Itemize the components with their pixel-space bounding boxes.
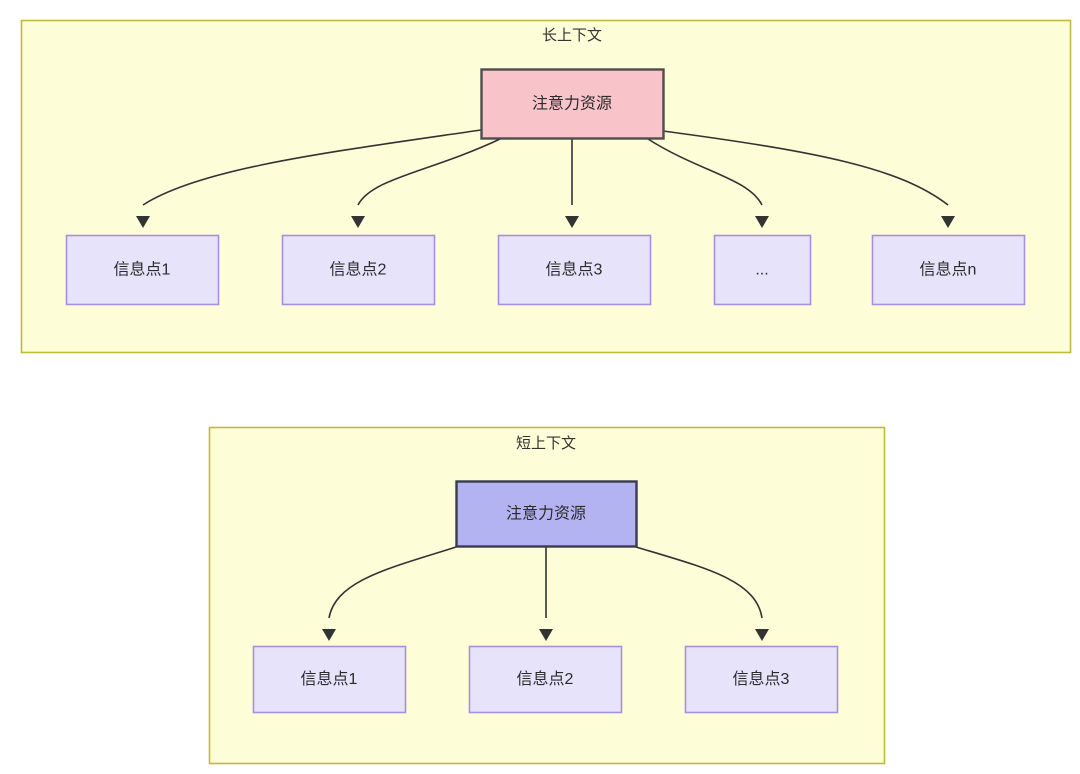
info-node-short-context-0[interactable] (252, 645, 407, 714)
group-title-long-context: 长上下文 (542, 27, 602, 44)
info-node-label-long-context-2: 信息点3 (546, 261, 603, 279)
attention-node-long-context[interactable] (480, 68, 665, 140)
arrowhead-short-context-2 (755, 629, 769, 641)
info-node-label-long-context-1: 信息点2 (330, 261, 387, 279)
info-node-long-context-0[interactable] (65, 234, 220, 306)
info-node-short-context-1[interactable] (468, 645, 623, 714)
arrowhead-long-context-0 (136, 216, 150, 228)
info-node-short-context-2[interactable] (684, 645, 839, 714)
info-node-long-context-2[interactable] (497, 234, 652, 306)
arrowhead-short-context-0 (322, 629, 336, 641)
info-node-label-long-context-3: ... (755, 262, 768, 279)
info-node-label-short-context-1: 信息点2 (517, 670, 574, 688)
info-node-long-context-3[interactable] (713, 234, 812, 306)
attention-node-short-context[interactable] (455, 480, 638, 548)
arrowhead-long-context-2 (565, 216, 579, 228)
attention-node-label-long-context: 注意力资源 (532, 94, 612, 113)
arrowhead-short-context-1 (539, 629, 553, 641)
edge-long-context-3 (647, 138, 763, 206)
arrowhead-long-context-3 (755, 216, 769, 228)
group-title-short-context: 短上下文 (516, 435, 576, 452)
edge-short-context-2 (635, 546, 763, 619)
arrowhead-long-context-4 (941, 216, 955, 228)
info-node-label-long-context-4: 信息点n (920, 261, 977, 279)
info-node-label-long-context-0: 信息点1 (114, 261, 171, 279)
arrowhead-long-context-1 (351, 216, 365, 228)
info-node-label-short-context-2: 信息点3 (733, 670, 790, 688)
info-node-long-context-4[interactable] (871, 234, 1026, 306)
edge-long-context-0 (142, 129, 482, 206)
edge-long-context-1 (357, 138, 501, 206)
attention-node-label-short-context: 注意力资源 (506, 504, 586, 523)
info-node-label-short-context-0: 信息点1 (301, 670, 358, 688)
edge-long-context-4 (662, 130, 949, 206)
edge-short-context-0 (328, 546, 457, 619)
info-node-long-context-1[interactable] (281, 234, 436, 306)
